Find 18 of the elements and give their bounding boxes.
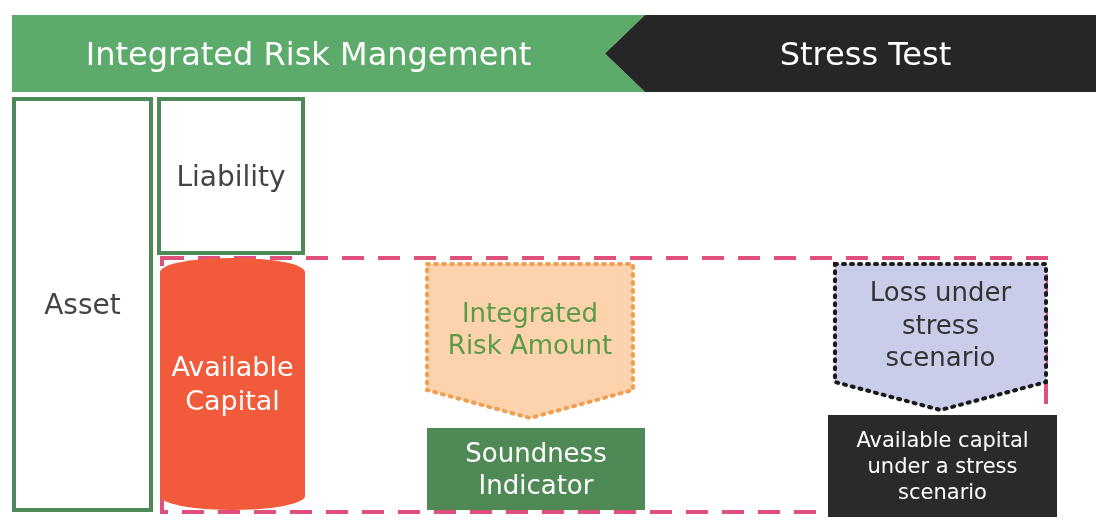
banner xyxy=(12,15,645,92)
node-label: Loss under stress scenario xyxy=(868,276,1013,374)
node-label: Liability xyxy=(176,158,286,194)
asset-box xyxy=(12,97,153,512)
indicator-box xyxy=(427,428,645,510)
node-label: Available Capital xyxy=(170,350,295,418)
stress-capital-box xyxy=(828,415,1057,517)
banner xyxy=(605,15,1096,92)
capital-cylinder xyxy=(160,258,305,510)
loss-pentagon xyxy=(833,262,1048,412)
liability-box xyxy=(157,97,305,255)
node-label: Asset xyxy=(44,287,121,322)
node-label: Integrated Risk Mangement xyxy=(85,33,532,74)
node-label: Stress Test xyxy=(779,33,952,74)
risk-pentagon xyxy=(425,262,635,420)
node-label: Integrated Risk Amount xyxy=(446,296,614,362)
node-label: Available capital under a stress scenario xyxy=(855,426,1030,506)
node-label: Soundness Indicator xyxy=(464,436,608,502)
